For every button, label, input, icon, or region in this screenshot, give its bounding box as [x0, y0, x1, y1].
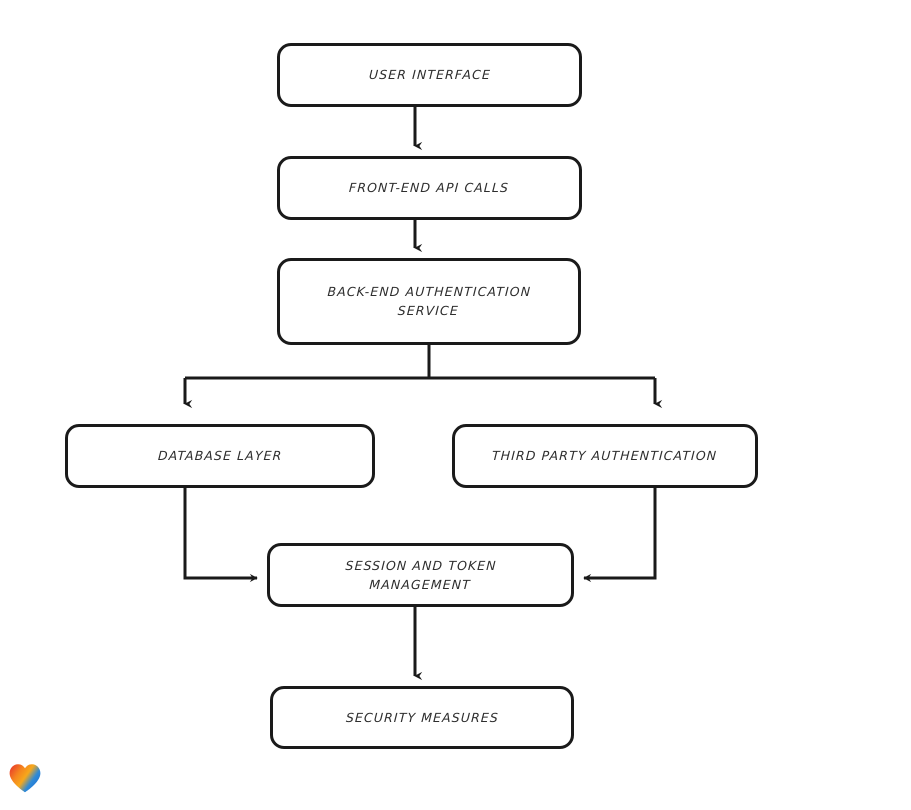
node-database-layer-label: Database Layer — [157, 448, 283, 464]
node-session-and-token-management[interactable]: Session and Token Management — [267, 543, 574, 607]
node-third-party-authentication[interactable]: Third Party Authentication — [452, 424, 758, 488]
node-third-party-authentication-label: Third Party Authentication — [492, 448, 718, 464]
edge-database-to-session — [183, 488, 258, 583]
node-backend-authentication-service[interactable]: Back-End Authentication Service — [277, 258, 581, 345]
node-user-interface[interactable]: User Interface — [277, 43, 582, 107]
node-frontend-api-calls-label: Front-End API Calls — [349, 180, 510, 196]
node-security-measures-label: Security Measures — [345, 709, 499, 725]
node-user-interface-label: User Interface — [368, 67, 491, 83]
node-backend-authentication-service-label: Back-End Authentication Service — [327, 284, 532, 319]
heart-icon — [8, 762, 42, 794]
edge-thirdparty-to-session — [583, 488, 657, 583]
node-session-and-token-management-label: Session and Token Management — [344, 557, 498, 592]
node-security-measures[interactable]: Security Measures — [270, 686, 574, 749]
node-database-layer[interactable]: Database Layer — [65, 424, 375, 488]
node-frontend-api-calls[interactable]: Front-End API Calls — [277, 156, 582, 220]
